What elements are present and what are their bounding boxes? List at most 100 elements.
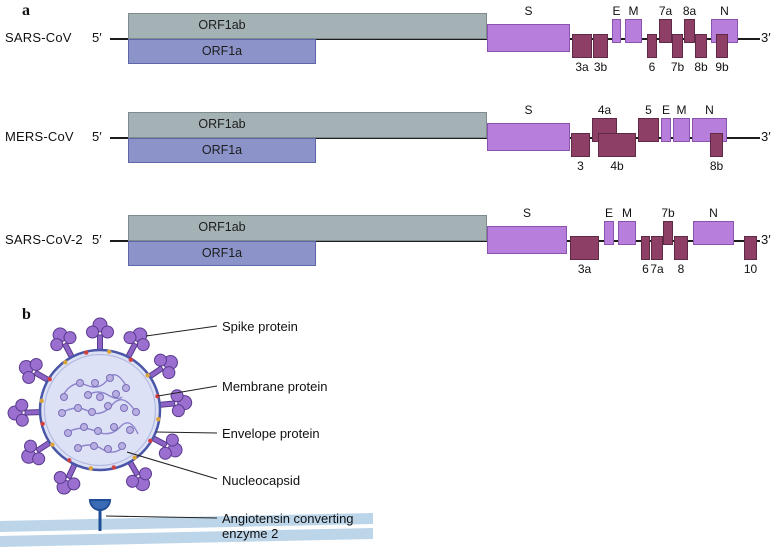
- gene-label-3b: 3b: [593, 60, 608, 74]
- five-prime-label: 5′: [92, 129, 102, 144]
- ace2-receptor: [88, 499, 112, 531]
- envelope-protein-dot: [145, 373, 150, 378]
- gene-box-7a: [659, 19, 672, 43]
- nucleocapsid-dot: [110, 423, 118, 431]
- gene-box-7b: [672, 34, 683, 58]
- gene-label-8b: 8b: [709, 159, 724, 173]
- gene-box-e: [612, 19, 621, 43]
- membrane-protein-dot: [67, 458, 72, 463]
- gene-label-s: S: [522, 206, 531, 220]
- gene-label-orf1a: ORF1a: [201, 245, 243, 260]
- gene-label-8a: 8a: [682, 4, 697, 18]
- gene-label-8: 8: [677, 262, 685, 276]
- gene-label-s: S: [524, 4, 533, 18]
- gene-label-6: 6: [642, 262, 649, 276]
- nucleocapsid-dot: [126, 426, 134, 434]
- gene-box-orf1ab: [128, 112, 487, 138]
- membrane-protein-dot: [155, 394, 160, 399]
- gene-box-orf1a: [128, 241, 316, 266]
- membrane-protein-dot: [148, 438, 153, 443]
- gene-box-7a: [651, 236, 663, 260]
- nucleocapsid-dot: [96, 393, 104, 401]
- envelope-protein-dot: [50, 442, 55, 447]
- three-prime-label: 3′: [761, 232, 771, 247]
- gene-box-6: [641, 236, 650, 260]
- gene-label-e: E: [612, 4, 621, 18]
- nucleocapsid-dots: [58, 374, 140, 453]
- gene-box-3a: [572, 34, 592, 58]
- gene-label-7b: 7b: [670, 60, 685, 74]
- three-prime-label: 3′: [761, 129, 771, 144]
- nucleocapsid-dot: [64, 429, 72, 437]
- envelope-protein-dot: [107, 349, 112, 354]
- membrane-protein-dot: [111, 465, 117, 470]
- nucleocapsid-dot: [106, 374, 114, 382]
- gene-label-8b: 8b: [694, 60, 708, 74]
- gene-box-8b: [695, 34, 707, 58]
- gene-label-5: 5: [645, 103, 652, 117]
- envelope-protein-dot: [132, 455, 137, 460]
- nucleocapsid-dot: [76, 379, 84, 387]
- gene-label-7a: 7a: [658, 4, 673, 18]
- gene-box-m: [673, 118, 690, 142]
- gene-box-s: [487, 123, 570, 151]
- leader-spike: [145, 325, 218, 337]
- gene-label-4a: 4a: [597, 103, 612, 117]
- nucleocapsid-dot: [91, 379, 99, 387]
- nucleocapsid-dot: [104, 402, 112, 410]
- gene-label-e: E: [661, 103, 670, 117]
- gene-label-m: M: [622, 206, 632, 220]
- nucleocapsid-dot: [84, 391, 92, 399]
- nucleocapsid-dot: [112, 390, 120, 398]
- gene-label-orf1ab: ORF1ab: [198, 18, 246, 32]
- label-nucleocapsid: Nucleocapsid: [222, 473, 301, 488]
- envelope-protein-dot: [39, 398, 44, 403]
- membrane-protein-dot: [40, 421, 45, 426]
- gene-box-orf1ab: [128, 215, 487, 241]
- gene-box-4b: [598, 133, 636, 157]
- gene-label-10: 10: [743, 262, 758, 276]
- virion-illustration: [0, 317, 373, 547]
- gene-box-n: [693, 221, 734, 245]
- leader-nucleocapsid: [126, 451, 218, 480]
- cell-membrane-upper-band: [0, 513, 373, 532]
- gene-box-orf1a: [128, 138, 316, 163]
- leader-envelope: [155, 431, 218, 434]
- panel-b-tag: b: [22, 306, 31, 323]
- gene-box-m: [625, 19, 642, 43]
- gene-label-orf1a: ORF1a: [201, 142, 243, 157]
- gene-box-5: [638, 118, 659, 142]
- nucleocapsid-dot: [88, 408, 96, 416]
- label-envelope-protein: Envelope protein: [222, 426, 320, 441]
- gene-label-orf1ab: ORF1ab: [198, 117, 246, 131]
- spike-protein: [7, 397, 45, 428]
- nucleocapsid-dot: [118, 442, 126, 450]
- cell-membrane-lower-band: [0, 528, 373, 547]
- gene-box-9b: [716, 34, 728, 58]
- nucleocapsid-dot: [120, 404, 128, 412]
- gene-label-m: M: [628, 4, 639, 18]
- nucleocapsid-dot: [94, 427, 102, 435]
- gene-box-6: [647, 34, 657, 58]
- envelope-protein-dot: [63, 360, 68, 365]
- leader-membrane: [157, 385, 218, 397]
- gene-box-e: [604, 221, 614, 245]
- nucleocapsid-dot: [90, 442, 98, 450]
- nucleocapsid-dot: [58, 409, 66, 417]
- gene-label-3a: 3a: [575, 60, 589, 74]
- membrane-envelope-protein-dots: [39, 349, 161, 471]
- genome-name: SARS-CoV: [5, 30, 72, 45]
- gene-label-4b: 4b: [610, 159, 624, 173]
- gene-box-orf1a: [128, 39, 316, 64]
- envelope-protein-dot: [88, 466, 94, 471]
- gene-label-3: 3: [577, 159, 584, 173]
- virion-panel: Spike protein Membrane protein Envelope …: [0, 309, 784, 559]
- gene-box-s: [487, 226, 567, 254]
- gene-label-n: N: [709, 206, 718, 220]
- membrane-protein-dot: [128, 357, 133, 362]
